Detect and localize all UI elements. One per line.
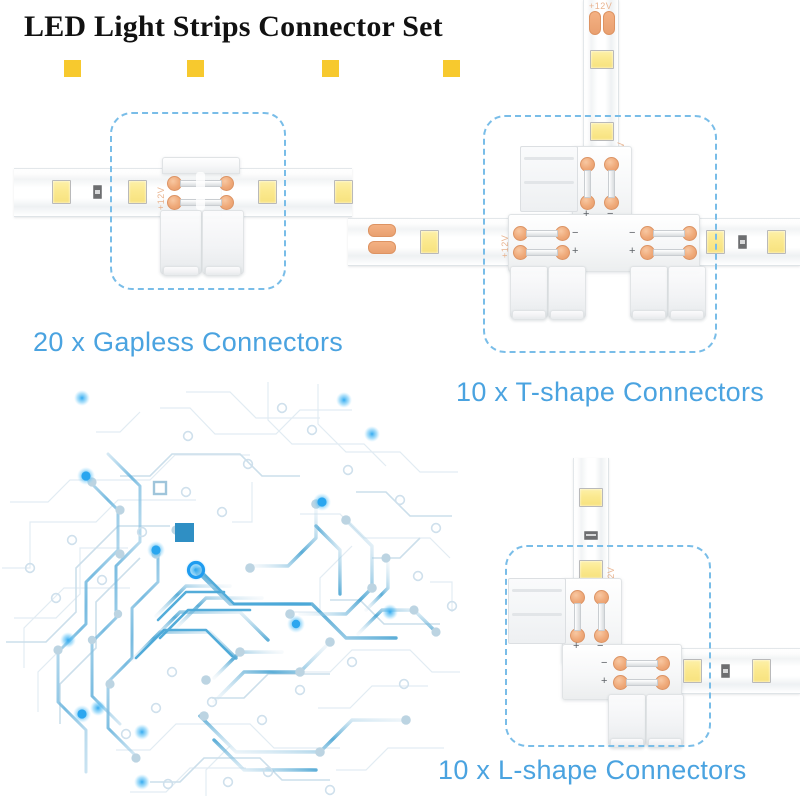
- led-chip: [683, 659, 702, 683]
- metal-clamp-bar: [626, 679, 658, 686]
- polarity-minus: −: [601, 657, 608, 669]
- metal-clamp-bar: [598, 603, 605, 631]
- tshape-connector-body-horizontal: [508, 214, 700, 272]
- metal-clamp-bar: [574, 603, 581, 631]
- tshape-housing-left: [510, 266, 548, 318]
- tshape-housing-left2: [548, 266, 586, 318]
- copper-solder-pad: [603, 11, 615, 35]
- polarity-plus: +: [583, 208, 590, 220]
- latch-rib: [524, 181, 574, 184]
- gapless-connector-housing-left: [160, 210, 202, 274]
- led-chip: [767, 230, 786, 254]
- gapless-connector-housing-right: [202, 210, 244, 274]
- accent-swatch-2: [187, 60, 204, 77]
- gapless-highlight-box: [110, 112, 286, 290]
- tshape-caption: 10 x T-shape Connectors: [456, 377, 765, 407]
- lshape-connector-body-horizontal: [562, 644, 682, 700]
- lshape-housing-left: [608, 694, 646, 746]
- latch-rib: [512, 589, 562, 592]
- metal-clamp-bar: [653, 249, 685, 256]
- strip-voltage-marking: +12V: [589, 1, 613, 11]
- copper-solder-pad: [368, 224, 396, 237]
- tshape-foot-left: [512, 310, 546, 320]
- led-chip: [752, 659, 771, 683]
- metal-clamp-bar: [653, 230, 685, 237]
- polarity-minus: −: [597, 640, 604, 652]
- lshape-foot-left: [610, 738, 644, 748]
- smd-resistor: [584, 531, 598, 540]
- copper-solder-pad: [589, 11, 601, 35]
- polarity-plus: +: [601, 675, 608, 687]
- gapless-connector-foot-left: [163, 266, 199, 276]
- lshape-highlight-box: [505, 545, 711, 747]
- lshape-foot-right: [648, 738, 682, 748]
- polarity-minus: −: [629, 227, 636, 239]
- led-chip: [590, 122, 614, 141]
- tshape-latch-arm-top: [520, 146, 578, 212]
- led-chip: [334, 180, 353, 204]
- metal-clamp-bar: [584, 170, 591, 198]
- polarity-plus: +: [573, 640, 580, 652]
- accent-swatch-3: [322, 60, 339, 77]
- page-title: LED Light Strips Connector Set: [24, 10, 443, 43]
- led-chip: [52, 180, 71, 204]
- led-strip-horizontal-right: [222, 168, 352, 217]
- latch-rib: [512, 613, 562, 616]
- metal-clamp-bar: [608, 170, 615, 198]
- polarity-minus: −: [572, 227, 579, 239]
- metal-clamp-bar: [626, 660, 658, 667]
- accent-swatch-1: [64, 60, 81, 77]
- circuit-board-decoration: [2, 382, 460, 796]
- tshape-housing-right2: [668, 266, 706, 318]
- metal-clamp-bar: [526, 230, 558, 237]
- accent-swatch-4: [443, 60, 460, 77]
- smd-resistor: [93, 185, 102, 199]
- polarity-minus: −: [607, 208, 614, 220]
- tshape-foot-right: [632, 310, 666, 320]
- tshape-foot-right2: [670, 310, 704, 320]
- polarity-plus: +: [572, 245, 579, 257]
- gapless-connector-foot-right: [205, 266, 241, 276]
- lshape-latch-arm-top: [508, 578, 566, 644]
- led-chip: [579, 488, 603, 507]
- copper-solder-pad: [368, 241, 396, 254]
- tshape-highlight-box: [483, 115, 717, 353]
- gapless-connector-center-post: [196, 172, 205, 210]
- led-chip: [420, 230, 439, 254]
- lshape-caption: 10 x L-shape Connectors: [438, 755, 747, 785]
- led-strip-horizontal-left: [14, 168, 224, 217]
- led-chip: [128, 180, 147, 204]
- led-chip: [590, 50, 614, 69]
- smd-resistor: [738, 235, 747, 249]
- polarity-plus: +: [629, 245, 636, 257]
- gapless-caption: 20 x Gapless Connectors: [33, 327, 344, 357]
- metal-clamp-bar: [526, 249, 558, 256]
- led-chip: [258, 180, 277, 204]
- latch-rib: [524, 157, 574, 160]
- smd-resistor: [721, 664, 730, 678]
- tshape-housing-right: [630, 266, 668, 318]
- tshape-foot-left2: [550, 310, 584, 320]
